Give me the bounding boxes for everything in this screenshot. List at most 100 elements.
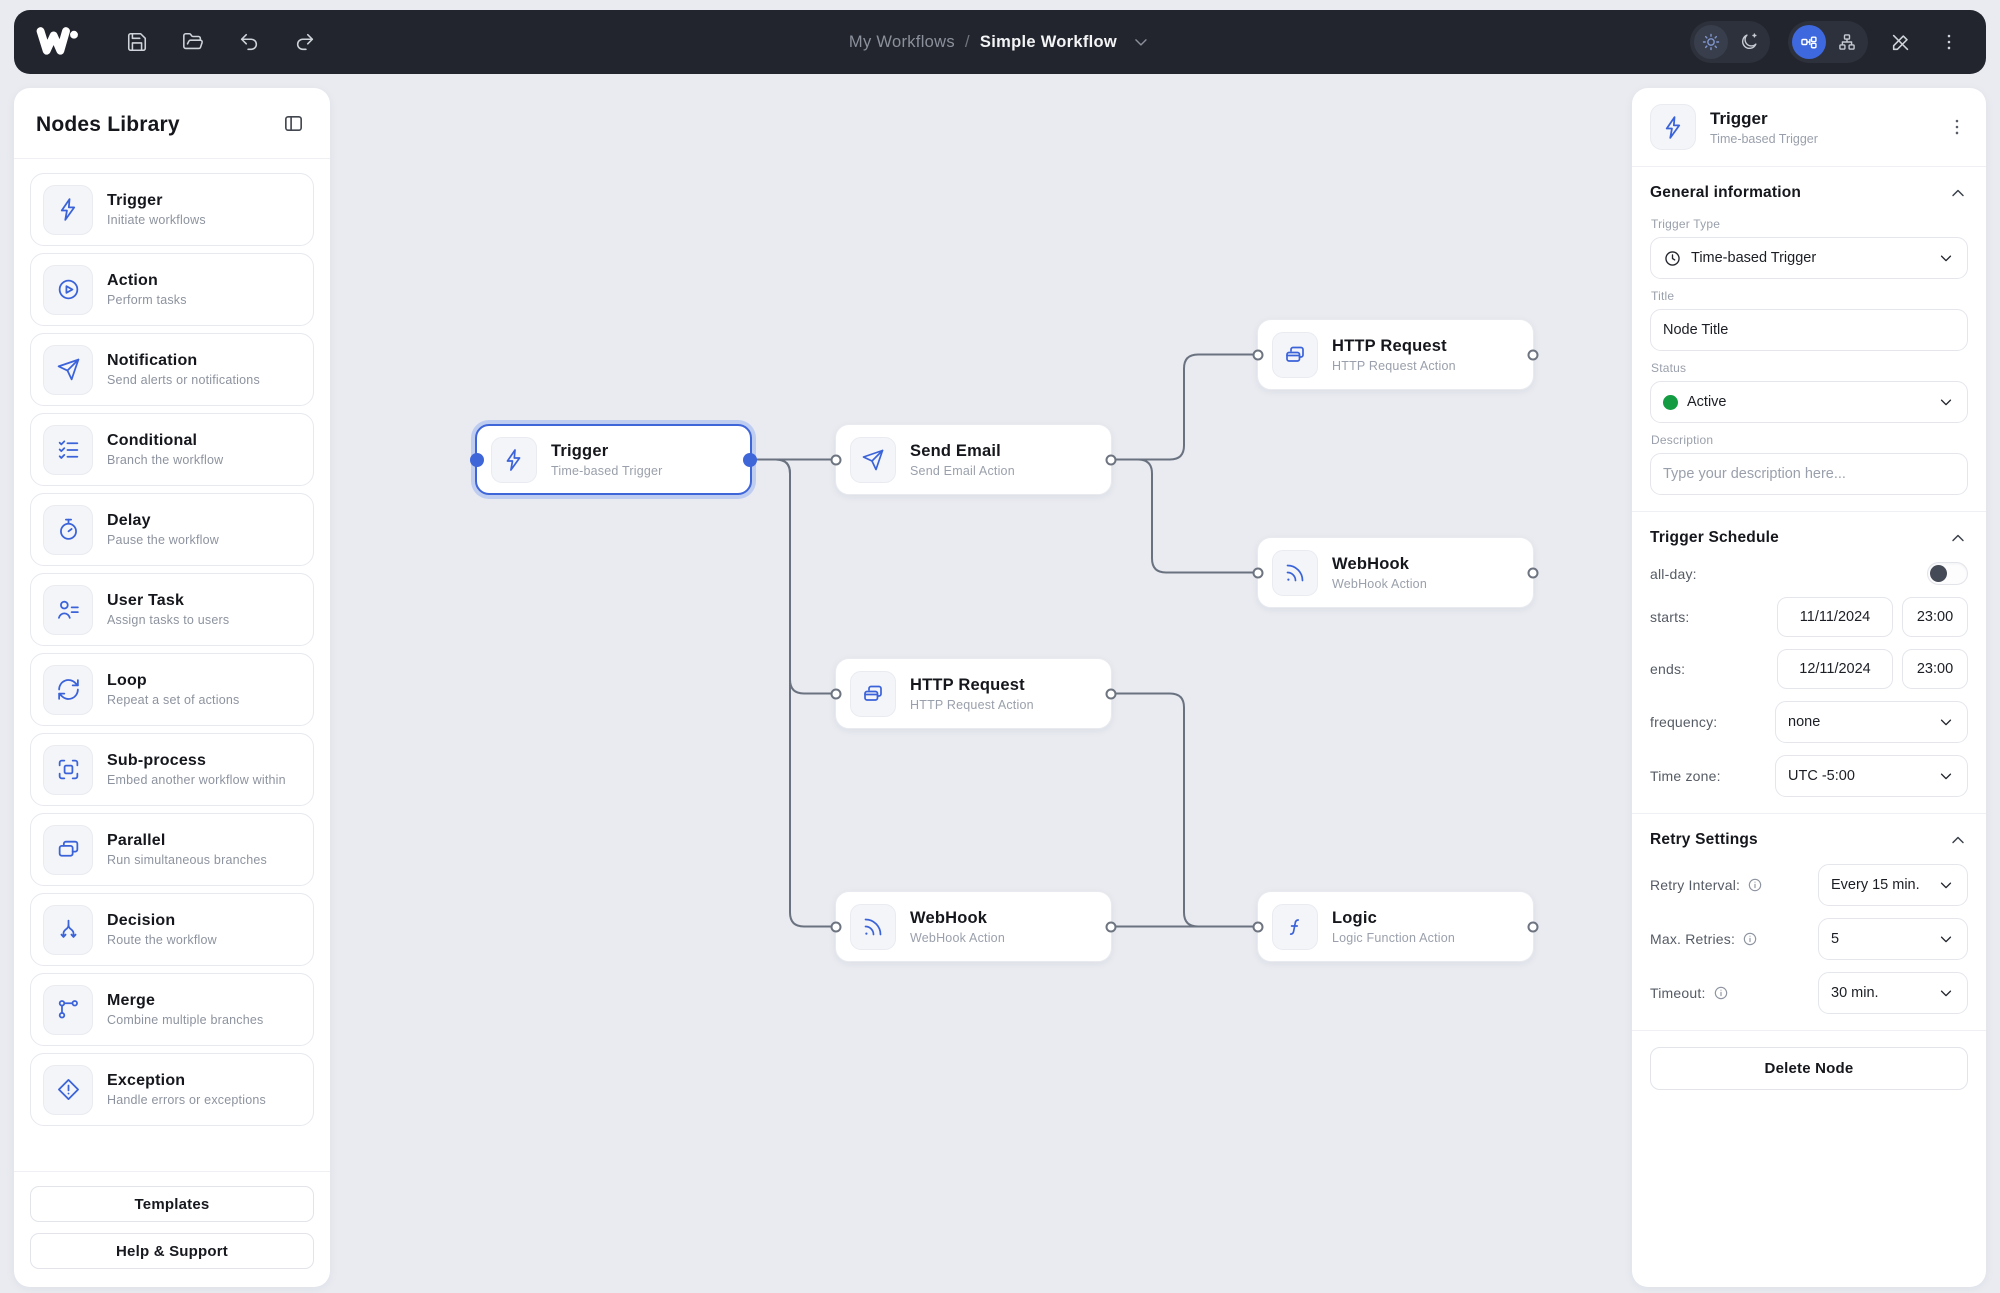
input-port[interactable] [830, 921, 842, 932]
ends-time-input[interactable]: 23:00 [1902, 649, 1968, 689]
title-input[interactable] [1663, 322, 1955, 338]
subprocess-icon [43, 744, 93, 795]
output-port[interactable] [743, 452, 757, 467]
chevron-down-icon [1937, 984, 1955, 1002]
redo-icon[interactable] [290, 27, 320, 57]
divider [1632, 813, 1986, 814]
starts-time-input[interactable]: 23:00 [1902, 597, 1968, 637]
input-port[interactable] [830, 454, 842, 465]
output-port[interactable] [1105, 921, 1117, 932]
output-port[interactable] [1105, 688, 1117, 699]
breadcrumb-parent[interactable]: My Workflows [848, 32, 955, 51]
input-port[interactable] [470, 452, 484, 467]
templates-button[interactable]: Templates [30, 1186, 314, 1222]
inspector-subtitle: Time-based Trigger [1710, 131, 1818, 146]
node-title: HTTP Request [910, 675, 1025, 694]
info-icon[interactable] [1747, 877, 1763, 893]
max-retries-select[interactable]: 5 [1818, 918, 1968, 960]
undo-icon[interactable] [234, 27, 264, 57]
inspector-title: Trigger [1710, 108, 1768, 128]
light-mode-button[interactable] [1694, 25, 1728, 59]
edge-http-mid-to-logic [1111, 692, 1258, 928]
library-item-description: Handle errors or exceptions [107, 1093, 266, 1107]
retry-interval-select[interactable]: Every 15 min. [1818, 864, 1968, 906]
dark-mode-button[interactable] [1732, 25, 1766, 59]
input-port[interactable] [830, 688, 842, 699]
description-label: Description [1651, 433, 1714, 447]
chevron-up-icon[interactable] [1948, 528, 1968, 548]
starts-date-input[interactable]: 11/11/2024 [1777, 597, 1893, 637]
save-icon[interactable] [122, 27, 152, 57]
parallel-icon [43, 824, 93, 875]
ends-date-input[interactable]: 12/11/2024 [1777, 649, 1893, 689]
top-bar: My Workflows / Simple Workflow [14, 10, 1986, 74]
description-input[interactable] [1663, 466, 1955, 482]
chevron-down-icon [1937, 930, 1955, 948]
timezone-select[interactable]: UTC -5:00 [1775, 755, 1968, 797]
description-field-wrap [1650, 453, 1968, 495]
kebab-menu-icon[interactable] [1946, 116, 1968, 138]
info-icon[interactable] [1742, 931, 1758, 947]
app-logo[interactable] [36, 24, 84, 60]
all-day-toggle[interactable] [1927, 562, 1968, 585]
input-port[interactable] [1252, 567, 1264, 578]
chevron-up-icon[interactable] [1948, 183, 1968, 203]
output-port[interactable] [1105, 454, 1117, 465]
output-port[interactable] [1527, 567, 1539, 578]
chevron-down-icon[interactable] [1131, 32, 1151, 52]
help-support-button[interactable]: Help & Support [30, 1233, 314, 1269]
max-retries-value: 5 [1831, 931, 1840, 947]
output-port[interactable] [1527, 921, 1539, 932]
frequency-select[interactable]: none [1775, 701, 1968, 743]
merge-icon [43, 984, 93, 1035]
flow-view-button[interactable] [1792, 25, 1826, 59]
chevron-up-icon[interactable] [1948, 830, 1968, 850]
delete-node-button[interactable]: Delete Node [1650, 1047, 1968, 1090]
retry-interval-label: Retry Interval: [1650, 877, 1741, 893]
node-title: Logic [1332, 908, 1377, 927]
input-port[interactable] [1252, 921, 1264, 932]
folder-open-icon[interactable] [178, 27, 208, 57]
decision-icon [43, 904, 93, 955]
play-icon [43, 264, 93, 315]
toggle-knob [1930, 565, 1947, 582]
kebab-menu-icon[interactable] [1934, 27, 1964, 57]
moon-icon [1739, 32, 1759, 52]
panel-collapse-icon[interactable] [282, 112, 308, 138]
timeout-select[interactable]: 30 min. [1818, 972, 1968, 1014]
node-title: WebHook [910, 908, 988, 927]
info-icon[interactable] [1713, 985, 1729, 1001]
trigger-type-value: Time-based Trigger [1691, 250, 1817, 266]
node-subtitle: WebHook Action [1332, 576, 1427, 591]
output-port[interactable] [1527, 349, 1539, 360]
send-icon [850, 436, 896, 483]
input-port[interactable] [1252, 349, 1264, 360]
status-select[interactable]: Active [1650, 381, 1968, 423]
trigger-type-label: Trigger Type [1651, 217, 1721, 231]
divider [1632, 511, 1986, 512]
pen-slash-icon[interactable] [1886, 27, 1916, 57]
library-item-label: Merge [107, 992, 156, 1009]
hierarchy-view-button[interactable] [1830, 25, 1864, 59]
trigger-type-select[interactable]: Time-based Trigger [1650, 237, 1968, 279]
